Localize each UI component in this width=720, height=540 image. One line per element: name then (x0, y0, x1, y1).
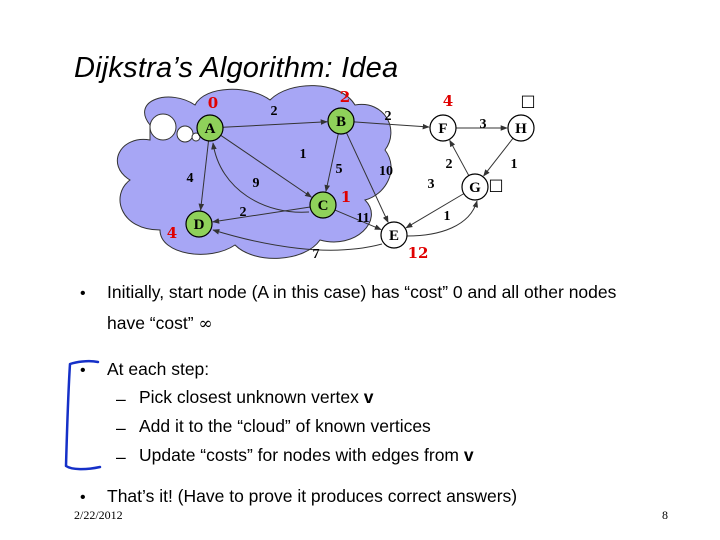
node-label-f: F (438, 121, 447, 137)
edge-weight-b-c: 5 (336, 162, 343, 177)
edge-weight-b-e: 10 (379, 164, 393, 179)
edge-h-g (483, 137, 514, 177)
sub-bullet-3-dash: – (116, 447, 126, 467)
node-cost-f: 4 (443, 92, 453, 110)
node-cost-g: □ (488, 175, 503, 194)
edge-weight-c-e: 11 (356, 211, 369, 226)
edge-b-e (346, 132, 389, 223)
node-label-c: C (318, 198, 329, 214)
edge-weight-a-b: 2 (271, 104, 278, 119)
edge-weight-f-h: 3 (480, 117, 487, 132)
slide-page-number: 8 (662, 508, 668, 522)
node-label-b: B (336, 114, 346, 130)
bullet-1-dot: • (80, 285, 86, 302)
sub-bullet-1-var: v (363, 387, 374, 407)
edge-g-f (449, 139, 470, 176)
node-h (507, 114, 535, 142)
bullet-2-dot: • (80, 362, 86, 379)
edge-c-d (212, 206, 311, 224)
edges-layer (198, 119, 514, 251)
node-g (461, 173, 489, 201)
node-cost-a: 0 (208, 94, 218, 112)
slide-title: Dijkstra’s Algorithm: Idea (74, 52, 399, 84)
node-cost-h: □ (520, 91, 535, 110)
node-a (196, 114, 224, 142)
node-cost-b: 2 (340, 88, 350, 106)
edge-a-b (222, 119, 328, 128)
node-label-e: E (389, 228, 399, 244)
edge-weight-g-e: 3 (428, 177, 435, 192)
node-label-a: A (205, 121, 216, 137)
edge-weight-c-a: 9 (253, 176, 260, 191)
sub-bullet-2: Add it to the “cloud” of known vertices (139, 416, 431, 436)
edge-weight-a-c: 1 (300, 147, 307, 162)
edge-c-a (211, 142, 310, 213)
edge-weight-e-d: 7 (313, 247, 320, 262)
edge-e-d (212, 229, 383, 251)
node-b (327, 107, 355, 135)
sub-bullet-3: Update “costs” for nodes with edges from… (139, 445, 474, 465)
sub-bullet-3-text: Update “costs” for nodes with edges from (139, 445, 460, 465)
node-label-g: G (469, 180, 481, 196)
bullet-3-text: That’s it! (Have to prove it produces co… (107, 486, 518, 506)
sub-bullet-2-dash: – (116, 418, 126, 438)
bullet-1-continuation: have “cost” ∞ (107, 313, 213, 334)
edge-weight-h-g: 1 (511, 157, 518, 172)
edge-g-e (405, 193, 465, 229)
node-cost-c: 1 (341, 188, 351, 206)
node-d (185, 210, 213, 238)
sub-bullet-1-dash: – (116, 389, 126, 409)
infinity-symbol: ∞ (198, 314, 213, 334)
edge-b-f (353, 121, 430, 130)
node-label-d: D (194, 217, 205, 233)
slide-date: 2/22/2012 (74, 508, 123, 522)
edge-weight-a-d: 4 (187, 171, 194, 186)
edge-weight-c-d: 2 (240, 205, 247, 220)
node-c (309, 191, 337, 219)
sub-bullet-1-text: Pick closest unknown vertex (139, 387, 359, 407)
edge-e-g (406, 200, 478, 237)
edge-weight-b-f: 2 (385, 109, 392, 124)
bullet-1-cont-text: have “cost” (107, 313, 194, 333)
edge-weight-e-g: 1 (444, 209, 451, 224)
sub-bullet-1: Pick closest unknown vertex v (139, 387, 374, 407)
node-e (380, 221, 408, 249)
node-f (429, 114, 457, 142)
node-cost-d: 4 (167, 224, 177, 242)
sub-bullet-3-var: v (463, 445, 474, 465)
edge-b-c (324, 133, 339, 192)
node-cost-e: 12 (408, 244, 429, 262)
edge-weight-g-f: 2 (446, 157, 453, 172)
edge-a-c (220, 134, 313, 198)
edge-c-e (334, 209, 382, 231)
nodes-layer: A B C D E F G H (185, 107, 535, 249)
node-label-h: H (515, 121, 527, 137)
bullet-2-text: At each step: (107, 359, 210, 379)
bullet-3-dot: • (80, 489, 86, 506)
bullet-1-text: Initially, start node (A in this case) h… (107, 282, 617, 302)
edge-a-d (198, 140, 210, 211)
